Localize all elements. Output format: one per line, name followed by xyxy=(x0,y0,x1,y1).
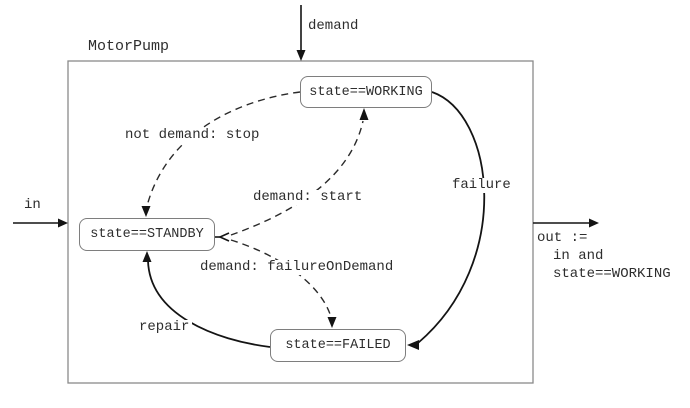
transition-failure-on-demand-path xyxy=(230,239,332,318)
transition-stop-arrowhead xyxy=(141,206,151,217)
transition-failure-on-demand-arrowhead xyxy=(327,317,337,328)
out-output-arrowhead xyxy=(589,218,599,228)
in-input-label: in xyxy=(21,198,44,213)
transition-failure-label: failure xyxy=(449,178,514,193)
state-failed-label: state==FAILED xyxy=(285,338,391,353)
state-failed-box: state==FAILED xyxy=(270,329,406,362)
demand-input-arrowhead xyxy=(296,50,306,61)
demand-input-label: demand xyxy=(305,19,362,34)
in-input-arrowhead xyxy=(58,218,68,228)
transition-failure-on-demand-label: demand: failureOnDemand xyxy=(197,260,397,275)
transition-failure-arrowhead xyxy=(407,340,419,350)
transition-repair-label: repair xyxy=(136,320,193,335)
transition-stop-label: not demand: stop xyxy=(122,128,263,143)
motorpump-boundary xyxy=(67,60,534,384)
out-assignment-line2: in and xyxy=(550,249,607,264)
state-working-box: state==WORKING xyxy=(300,76,432,108)
state-standby-box: state==STANDBY xyxy=(79,218,215,251)
state-working-label: state==WORKING xyxy=(309,84,423,100)
transition-start-label: demand: start xyxy=(250,190,366,205)
transition-repair-arrowhead xyxy=(142,251,152,262)
out-assignment-line1: out := xyxy=(534,231,591,246)
out-assignment-line3: state==WORKING xyxy=(550,267,674,282)
transition-stop-path xyxy=(146,91,301,207)
transition-start-path xyxy=(230,120,364,236)
transition-failure-path xyxy=(417,91,486,344)
component-title: MotorPump xyxy=(85,39,173,54)
standby-junction-chevron xyxy=(218,232,230,242)
state-standby-label: state==STANDBY xyxy=(90,227,204,242)
transition-start-arrowhead xyxy=(359,108,369,120)
